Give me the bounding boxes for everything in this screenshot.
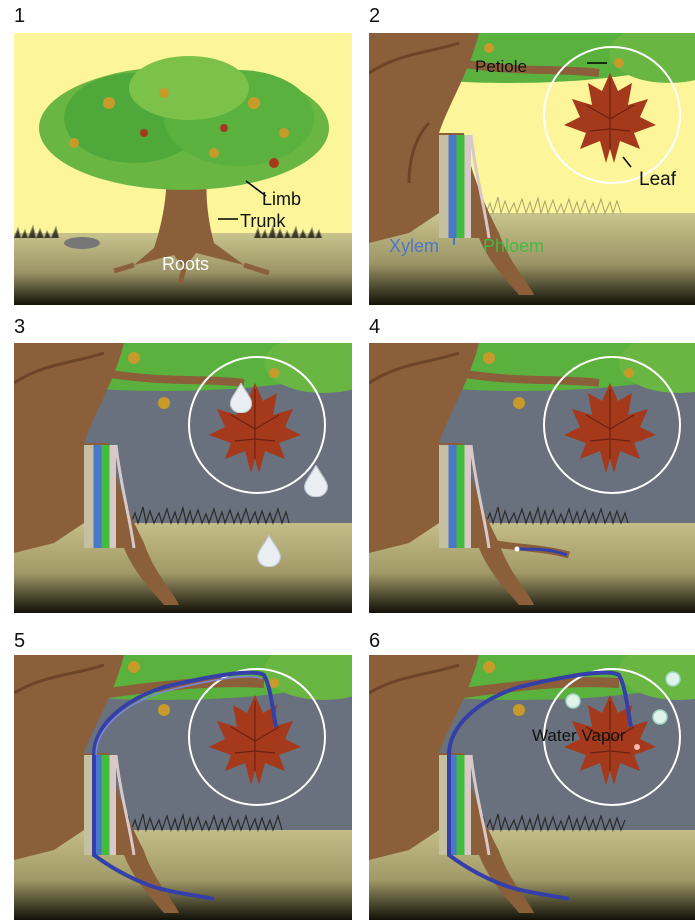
panel-6-number: 6 <box>369 631 380 651</box>
panel-4-root-absorption <box>369 343 695 613</box>
water-vapor-label: Water Vapor <box>532 726 626 745</box>
limb-label: Limb <box>262 189 301 209</box>
xylem-label: Xylem <box>389 236 439 256</box>
panel-2-number: 2 <box>369 6 380 26</box>
stem-cross-section <box>439 755 471 855</box>
panel-3-rain-drops <box>14 343 352 613</box>
phloem-label: Phloem <box>483 236 544 256</box>
panel-1-number: 1 <box>14 6 25 26</box>
stem-cross-section <box>84 445 116 548</box>
panel-6-transpiration: Water Vapor <box>369 655 695 920</box>
petiole-label: Petiole <box>475 57 527 76</box>
leaf-label: Leaf <box>639 169 677 190</box>
rock <box>64 237 100 249</box>
stem-cross-section <box>84 755 116 855</box>
trunk-label: Trunk <box>240 211 286 231</box>
roots-label: Roots <box>162 254 209 274</box>
stem-cross-section <box>439 445 471 548</box>
panel-5-water-transport <box>14 655 352 920</box>
panel-5-number: 5 <box>14 631 25 651</box>
stem-cross-section <box>439 135 471 238</box>
panel-3-number: 3 <box>14 317 25 337</box>
panel-2-tree-cross-section: Petiole Leaf Xylem Phloem <box>369 33 695 305</box>
panel-1-whole-tree: Limb Trunk Roots <box>14 33 352 305</box>
panel-4-number: 4 <box>369 317 380 337</box>
